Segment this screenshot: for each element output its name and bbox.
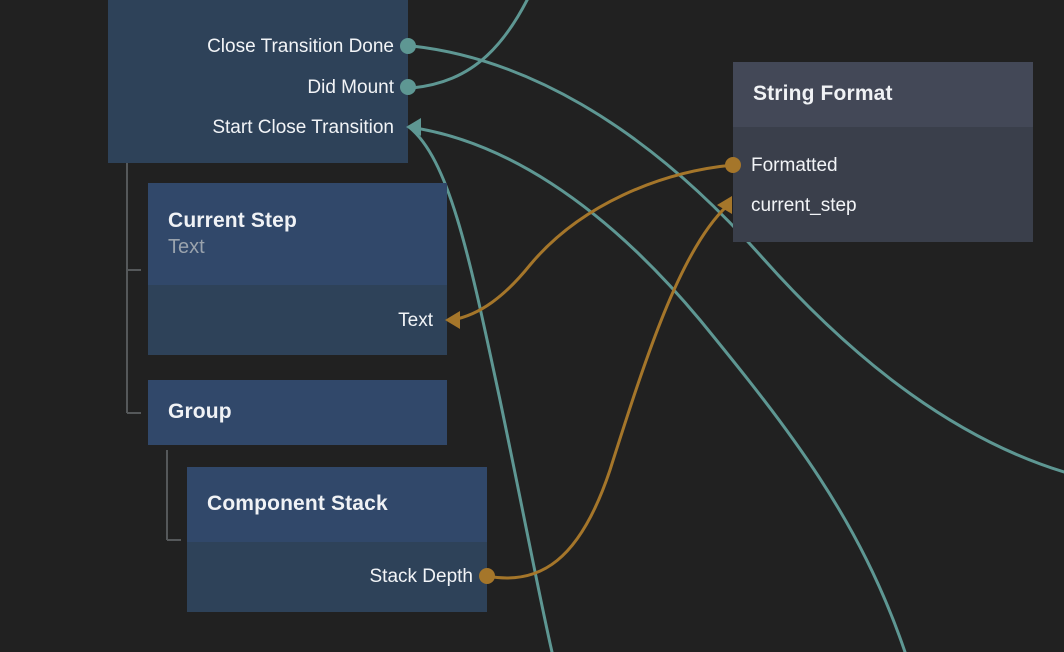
graph-node-group[interactable]: Group	[148, 380, 447, 445]
node-body	[108, 0, 408, 163]
port-label: Start Close Transition	[212, 116, 394, 138]
tree-connector	[126, 163, 141, 414]
connection-wire[interactable]	[410, 0, 545, 90]
connection-wire[interactable]	[485, 204, 729, 580]
port-dot-marker[interactable]	[400, 79, 416, 95]
node-title: Group	[168, 400, 232, 424]
port-dot-marker[interactable]	[725, 157, 741, 173]
port-row[interactable]: Stack Depth	[370, 563, 474, 589]
node-subtitle: Text	[168, 236, 205, 259]
port-dot-marker[interactable]	[479, 568, 495, 584]
connection-wire[interactable]	[450, 163, 735, 322]
port-label: Text	[398, 309, 433, 331]
port-row[interactable]: Did Mount	[307, 74, 394, 100]
node-title: Component Stack	[207, 492, 388, 516]
port-arrow-marker[interactable]	[717, 196, 732, 214]
port-row[interactable]: Start Close Transition	[212, 114, 394, 140]
port-label: Stack Depth	[369, 565, 474, 587]
node-header[interactable]: Component Stack	[187, 467, 487, 542]
node-header[interactable]: String Format	[733, 62, 1033, 127]
port-label: Close Transition Done	[207, 35, 394, 57]
node-body	[733, 127, 1033, 242]
port-label: Formatted	[751, 154, 838, 176]
node-title: String Format	[753, 82, 893, 106]
node-header[interactable]: Group	[148, 380, 447, 445]
port-row[interactable]: Close Transition Done	[207, 33, 394, 59]
port-row[interactable]: current_step	[751, 192, 857, 218]
port-arrow-marker[interactable]	[406, 118, 421, 136]
port-dot-marker[interactable]	[400, 38, 416, 54]
node-title: Current Step	[168, 208, 297, 232]
port-label: current_step	[751, 194, 857, 216]
port-row[interactable]: Text	[398, 307, 433, 333]
port-label: Did Mount	[307, 76, 394, 98]
port-arrow-marker[interactable]	[445, 311, 460, 329]
node-body	[148, 285, 447, 355]
tree-connector	[166, 450, 181, 541]
port-row[interactable]: Formatted	[751, 152, 838, 178]
